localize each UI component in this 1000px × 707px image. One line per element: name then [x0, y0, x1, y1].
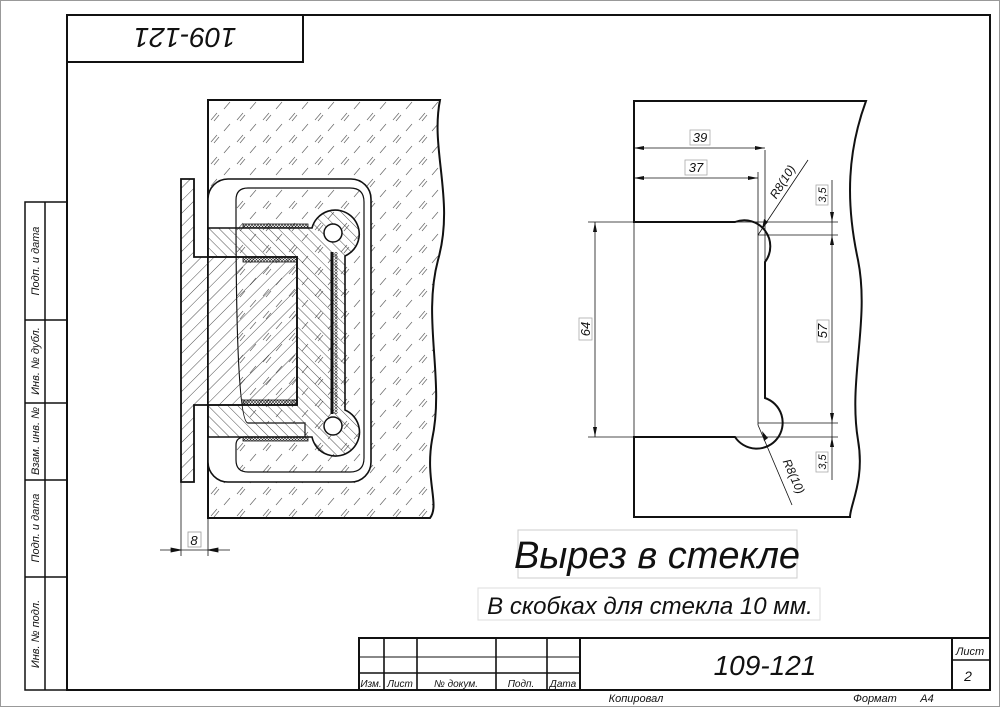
- note-box: [477, 587, 821, 621]
- side-label-vzam-inv: Взам. инв. №: [30, 407, 42, 475]
- drawing-note: В скобках для стекла 10 мм.: [487, 593, 813, 620]
- side-strip: [24, 201, 68, 691]
- dim-3-5-bottom: 3,5: [817, 453, 829, 469]
- title-block: [358, 637, 991, 691]
- bolt-hole-bottom: [323, 416, 343, 436]
- col-list: Лист: [386, 679, 413, 690]
- col-izm: Изм.: [360, 679, 381, 690]
- drawing-title: Вырез в стекле: [514, 535, 800, 577]
- glass-cutout-view: 39 37 64 57 3,5 3,5 R8(10) R8(10): [578, 100, 868, 518]
- sheet-number: 2: [963, 668, 972, 684]
- top-stamp: 109-121: [66, 14, 304, 63]
- col-podp: Подп.: [508, 679, 535, 690]
- dim-37: 37: [689, 160, 704, 175]
- title-box: [517, 529, 798, 579]
- side-label-podp-data-1: Подп. и дата: [30, 494, 42, 563]
- dimension-8-label: 8: [190, 533, 198, 548]
- col-data: Дата: [549, 679, 577, 690]
- side-label-inv-podl: Инв. № подл.: [30, 600, 42, 668]
- dim-39: 39: [693, 130, 707, 145]
- hinge-section-view: 8: [160, 99, 446, 556]
- side-label-inv-dubl: Инв. № дубл.: [30, 327, 42, 395]
- sheet-label: Лист: [955, 646, 984, 658]
- dimension-8: [160, 482, 230, 556]
- bolt-hole-top: [323, 223, 343, 243]
- dim-57: 57: [815, 323, 830, 338]
- dim-3-5-top: 3,5: [817, 186, 829, 202]
- top-stamp-text: 109-121: [134, 22, 237, 53]
- copied-label: Копировал: [609, 693, 664, 705]
- clamp-plate: [207, 209, 361, 457]
- designation: 109-121: [714, 650, 817, 681]
- glass-outline: [633, 100, 868, 518]
- side-label-podp-data-2: Подп. и дата: [30, 227, 42, 296]
- col-doc: № докум.: [434, 679, 478, 690]
- dim-64: 64: [578, 322, 593, 336]
- format-label: Формат: [853, 693, 897, 705]
- format-value: A4: [919, 693, 933, 705]
